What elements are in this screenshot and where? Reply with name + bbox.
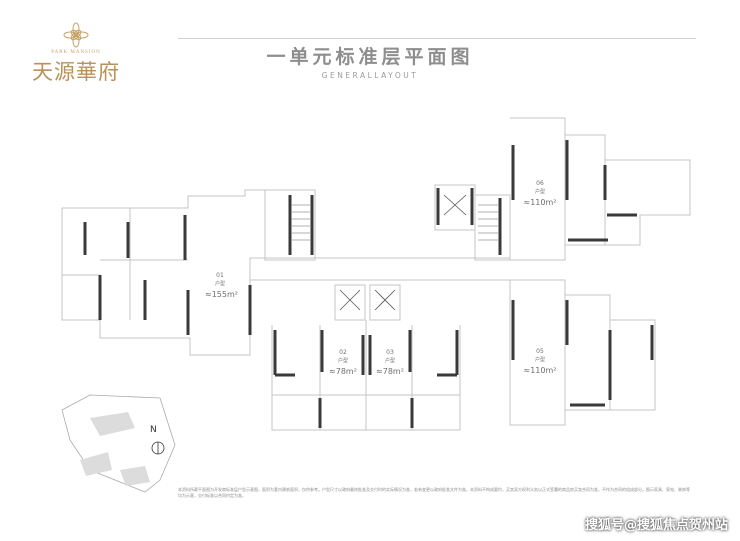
- unit-label-05: 05 户型 ≈110m²: [523, 348, 557, 375]
- page-subtitle: GENERALLAYOUT: [321, 71, 419, 80]
- brand-name-cn: 天源華府: [32, 60, 120, 84]
- disclaimer-footnote: 本资料所载平面图为开发商标准层户型示意图，面积为套内建筑面积，仅供参考。户型尺寸…: [178, 487, 690, 498]
- unit-label-02: 02 户型 ≈78m²: [329, 349, 357, 376]
- brand-name-en: PARK MANSION: [51, 50, 101, 55]
- brand-logo: PARK MANSION 天源華府: [30, 22, 122, 86]
- watermark: 搜狐号@搜狐焦点贺州站: [584, 518, 728, 533]
- north-compass: N: [150, 425, 157, 435]
- page-title: 一单元标准层平面图: [266, 46, 474, 68]
- unit-label-03: 03 户型 ≈78m²: [376, 349, 404, 376]
- flower-emblem-icon: [63, 22, 89, 48]
- unit-label-06: 06 户型 ≈110m²: [523, 180, 557, 207]
- header-rule: [178, 38, 696, 39]
- north-label: N: [150, 425, 157, 435]
- page-header: 一单元标准层平面图 GENERALLAYOUT: [0, 42, 740, 80]
- unit-label-01: 01 户型 ≈155m²: [205, 272, 238, 299]
